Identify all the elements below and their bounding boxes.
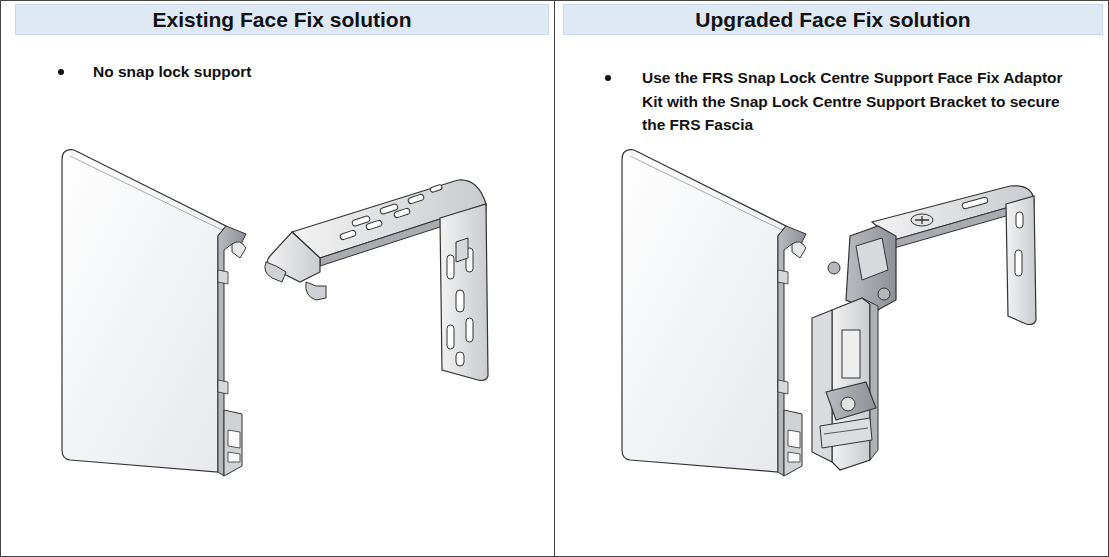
bullet-text: No snap lock support bbox=[93, 60, 533, 84]
column-header: Existing Face Fix solution bbox=[15, 4, 549, 35]
header-text: Existing Face Fix solution bbox=[152, 8, 411, 32]
column-header: Upgraded Face Fix solution bbox=[563, 4, 1103, 35]
bullet-dot bbox=[605, 75, 611, 81]
bullet-dot bbox=[58, 69, 64, 75]
table-column: Existing Face Fix solution No snap lock s… bbox=[0, 0, 555, 557]
table-column: Upgraded Face Fix solutionUse the FRS Sn… bbox=[554, 0, 1109, 557]
header-text: Upgraded Face Fix solution bbox=[695, 8, 970, 32]
bullet-text: Use the FRS Snap Lock Centre Support Fac… bbox=[642, 66, 1087, 137]
